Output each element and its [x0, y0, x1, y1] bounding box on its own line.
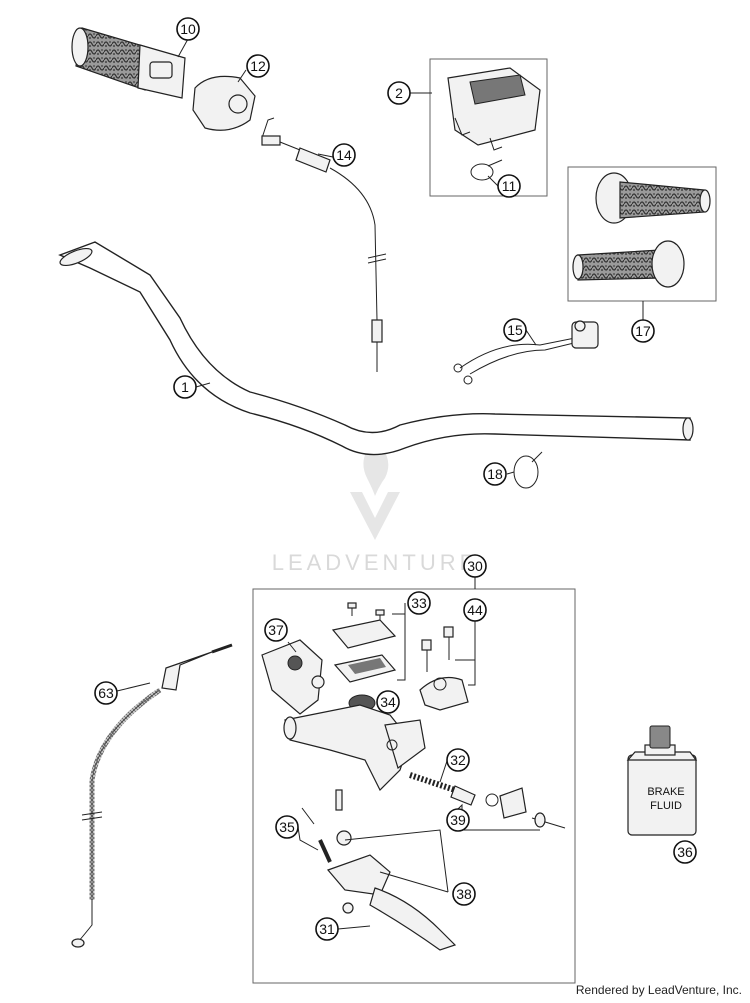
svg-text:18: 18: [487, 466, 503, 482]
svg-text:14: 14: [336, 147, 352, 163]
handlebar-pad: [447, 67, 541, 151]
spring-pin: [301, 789, 352, 863]
credit-text: Rendered by LeadVenture, Inc.: [575, 983, 742, 997]
svg-text:11: 11: [502, 178, 517, 194]
master-cylinder-body: [283, 704, 426, 792]
svg-text:39: 39: [450, 812, 466, 828]
piston-kit: [409, 772, 476, 806]
svg-text:38: 38: [456, 886, 472, 902]
cable-tie-11: [470, 159, 503, 181]
svg-text:32: 32: [450, 752, 466, 768]
callout-10[interactable]: 10: [176, 17, 200, 41]
master-cylinder-frame: [252, 588, 576, 984]
svg-text:37: 37: [268, 622, 284, 638]
callout-18[interactable]: 18: [483, 462, 507, 486]
svg-text:31: 31: [319, 921, 335, 937]
pad-frame: [429, 58, 548, 197]
callout-34[interactable]: 34: [376, 690, 400, 714]
callout-33[interactable]: 33: [407, 591, 431, 615]
svg-text:12: 12: [250, 58, 266, 74]
svg-text:36: 36: [677, 844, 693, 860]
watermark: LEADVENTURE: [272, 440, 479, 575]
svg-text:17: 17: [635, 323, 651, 339]
clamp: [419, 626, 469, 711]
svg-text:34: 34: [380, 694, 396, 710]
can-label-line2: FLUID: [650, 800, 682, 812]
grips-frame: [567, 166, 717, 302]
reservoir-cap: [331, 619, 397, 649]
callout-35[interactable]: 35: [275, 815, 299, 839]
cable-tie-18: [513, 451, 543, 489]
brake-lever: [326, 854, 457, 951]
callout-39[interactable]: 39: [446, 808, 470, 832]
can-label-line1: BRAKE: [647, 786, 684, 798]
throttle-grip: [71, 27, 186, 99]
lever-cover: [261, 639, 325, 715]
svg-text:33: 33: [411, 595, 427, 611]
brake-fluid-can: BRAKE FLUID: [626, 725, 698, 836]
svg-text:30: 30: [467, 558, 483, 574]
throttle-cable: [261, 117, 387, 372]
throttle-cover: [192, 75, 256, 131]
callout-14[interactable]: 14: [332, 143, 356, 167]
diaphragm: [333, 654, 397, 683]
callout-37[interactable]: 37: [264, 618, 288, 642]
callout-2[interactable]: 2: [387, 81, 411, 105]
callout-31[interactable]: 31: [315, 917, 339, 941]
kill-switch: [453, 320, 599, 385]
callout-1[interactable]: 1: [173, 375, 197, 399]
callout-44[interactable]: 44: [463, 598, 487, 622]
callout-11[interactable]: 11: [497, 174, 521, 198]
callout-32[interactable]: 32: [446, 748, 470, 772]
svg-text:35: 35: [279, 819, 295, 835]
svg-text:15: 15: [507, 322, 523, 338]
watermark-text: LEADVENTURE: [272, 550, 479, 575]
screws-33: [347, 602, 385, 623]
callout-15[interactable]: 15: [503, 318, 527, 342]
svg-text:2: 2: [395, 85, 403, 101]
callout-17[interactable]: 17: [631, 319, 655, 343]
callout-63[interactable]: 63: [94, 681, 118, 705]
callout-36[interactable]: 36: [673, 840, 697, 864]
svg-text:1: 1: [181, 379, 189, 395]
svg-text:10: 10: [180, 21, 196, 37]
boot-pushrod: [485, 787, 566, 829]
callout-38[interactable]: 38: [452, 882, 476, 906]
svg-text:44: 44: [467, 602, 483, 618]
grips-set: [572, 172, 711, 288]
handlebar: [58, 241, 694, 456]
brake-line: [71, 643, 233, 948]
callout-12[interactable]: 12: [246, 54, 270, 78]
callout-30[interactable]: 30: [463, 554, 487, 578]
svg-text:63: 63: [98, 685, 114, 701]
